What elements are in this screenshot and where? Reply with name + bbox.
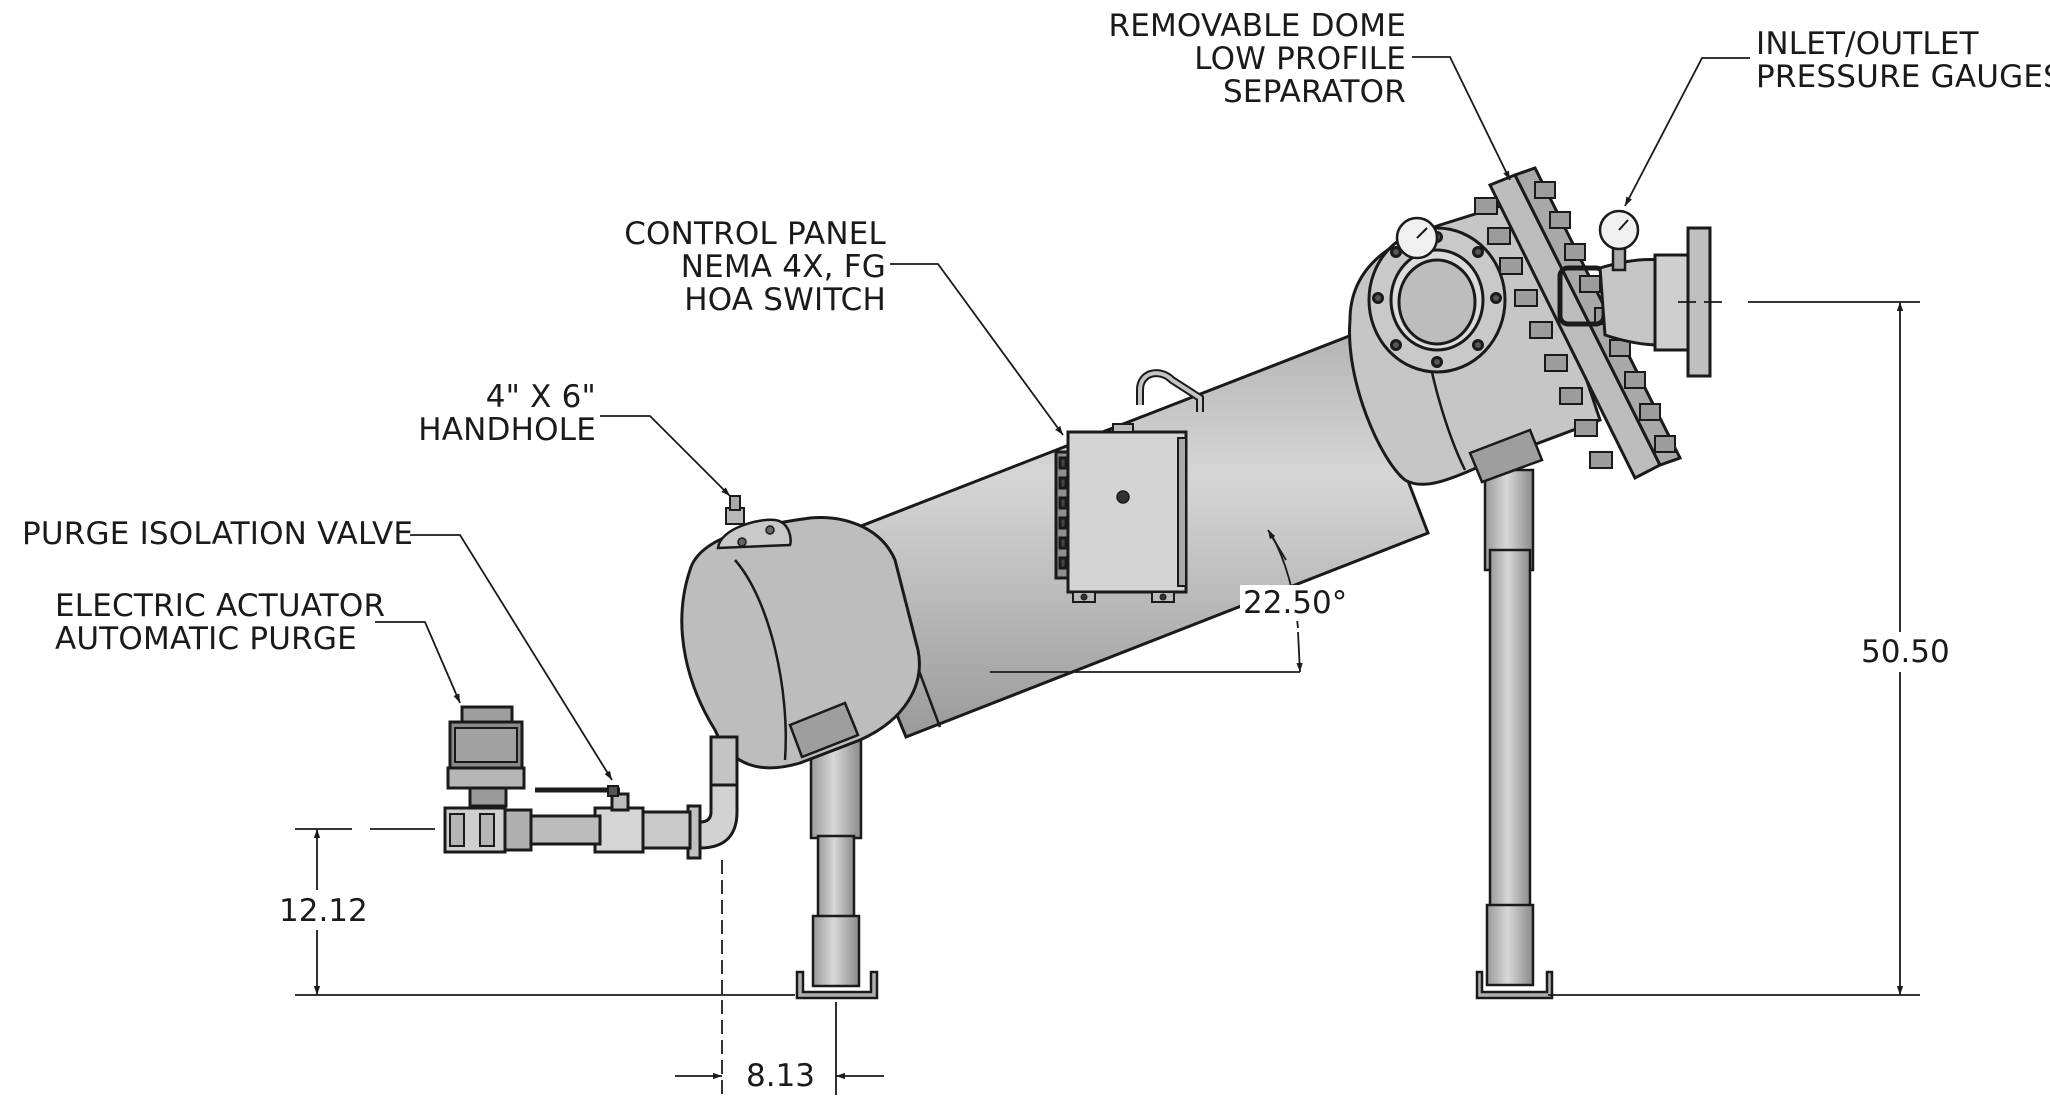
purge-piping	[503, 735, 739, 860]
actuator-label: ELECTRIC ACTUATOR AUTOMATIC PURGE	[55, 588, 386, 657]
electric-actuator	[443, 705, 526, 854]
outlet-height-dimension: 12.12	[276, 893, 371, 929]
left-support-leg	[795, 738, 879, 1000]
pressure-gauge-inlet	[1395, 216, 1439, 260]
inlet-nozzle-flange	[1367, 226, 1507, 374]
control-panel-label: CONTROL PANEL NEMA 4X, FG HOA SWITCH	[624, 216, 886, 318]
control-panel	[1054, 423, 1188, 603]
removable-dome-label: REMOVABLE DOME LOW PROFILE SEPARATOR	[1108, 8, 1406, 110]
right-support-leg	[1475, 468, 1554, 1000]
pressure-gauge-outlet	[1598, 209, 1640, 272]
handhole-label: 4" X 6" HANDHOLE	[418, 379, 596, 448]
callout-leaders	[375, 56, 1750, 781]
overall-height-dimension: 50.50	[1858, 634, 1953, 670]
handhole	[716, 495, 792, 550]
angle-dimension: 22.50°	[1240, 585, 1351, 621]
pressure-gauges-label: INLET/OUTLET PRESSURE GAUGES	[1756, 26, 2050, 95]
purge-valve-label: PURGE ISOLATION VALVE	[22, 516, 414, 552]
outlet-nozzle	[1557, 226, 1712, 378]
outlet-offset-dimension: 8.13	[743, 1058, 819, 1094]
purge-isolation-valve	[535, 785, 630, 812]
